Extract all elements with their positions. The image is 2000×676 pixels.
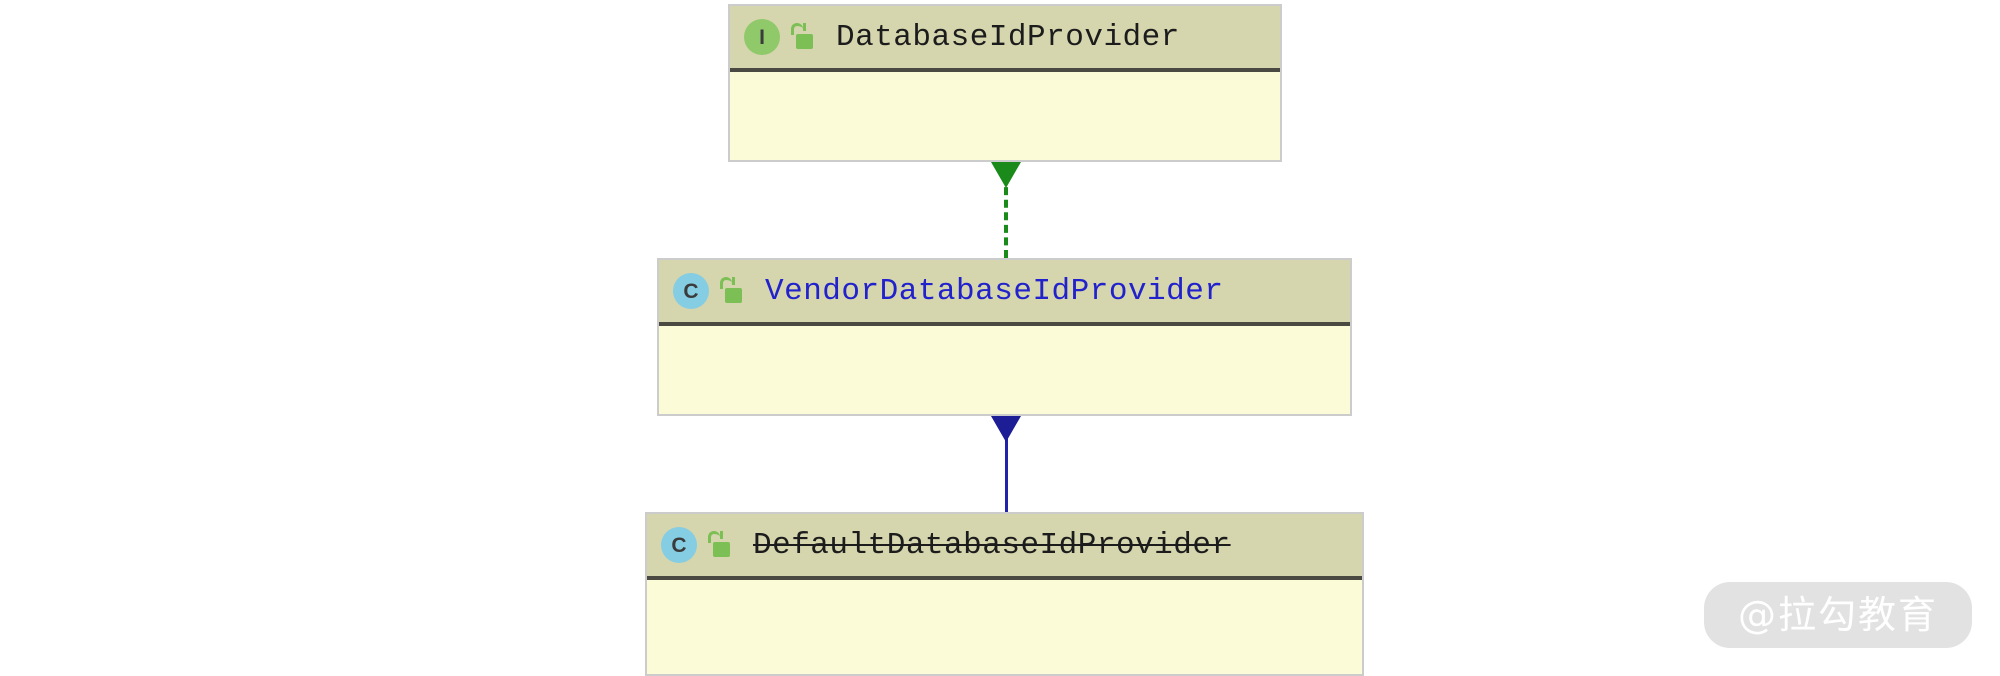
class-kind-icon: C — [673, 273, 709, 309]
uml-node-default-database-id-provider[interactable]: C DefaultDatabaseIdProvider — [645, 512, 1364, 676]
realization-arrowhead-icon — [991, 162, 1021, 188]
interface-kind-icon: I — [744, 19, 780, 55]
uml-node-members — [730, 72, 1280, 160]
inheritance-arrowhead-icon — [991, 416, 1021, 442]
uml-node-database-id-provider[interactable]: I DatabaseIdProvider — [728, 4, 1282, 162]
inheritance-edge-line — [1005, 416, 1008, 512]
uml-node-name[interactable]: DefaultDatabaseIdProvider — [753, 527, 1231, 563]
realization-edge-line — [1004, 162, 1008, 258]
class-kind-icon: C — [661, 527, 697, 563]
uml-node-members — [647, 580, 1362, 674]
uml-node-vendor-database-id-provider[interactable]: C VendorDatabaseIdProvider — [657, 258, 1352, 416]
uml-node-members — [659, 326, 1350, 414]
unlocked-padlock-icon — [717, 276, 743, 306]
uml-node-name: DatabaseIdProvider — [836, 19, 1180, 55]
uml-node-header: C DefaultDatabaseIdProvider — [647, 514, 1362, 580]
unlocked-padlock-icon — [788, 22, 814, 52]
uml-node-header: I DatabaseIdProvider — [730, 6, 1280, 72]
uml-node-name[interactable]: VendorDatabaseIdProvider — [765, 273, 1224, 309]
watermark: @拉勾教育 — [1703, 582, 1972, 648]
unlocked-padlock-icon — [705, 530, 731, 560]
uml-node-header: C VendorDatabaseIdProvider — [659, 260, 1350, 326]
